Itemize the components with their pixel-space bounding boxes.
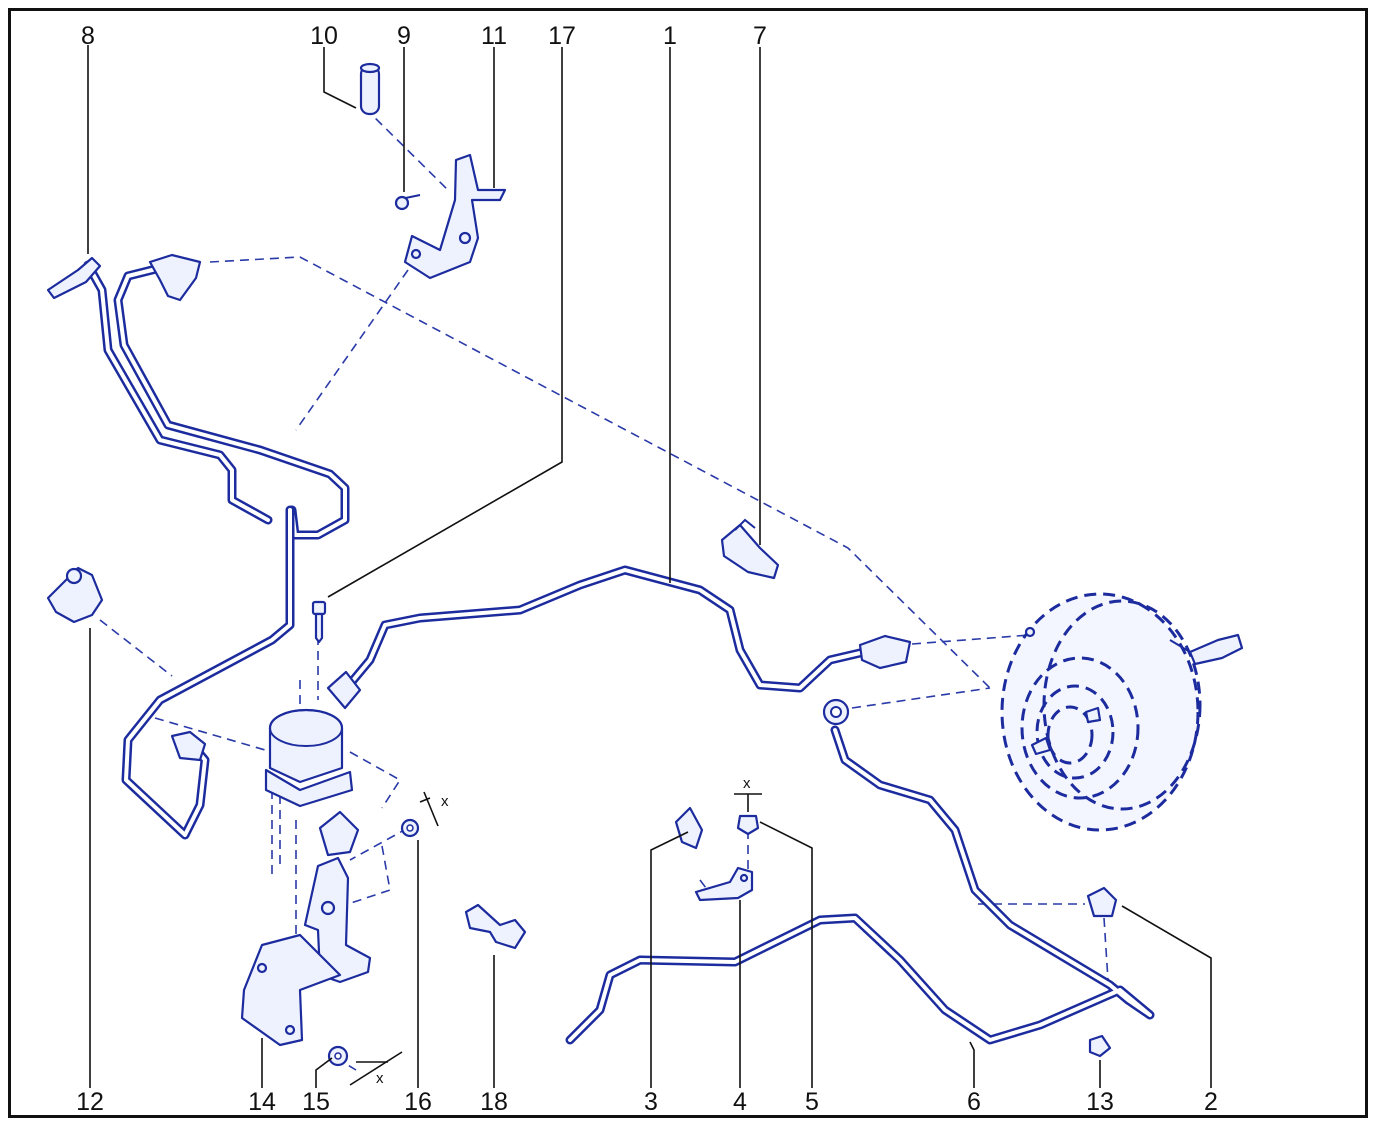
clip-part-13 xyxy=(1088,1034,1112,1058)
brake-pipe-6 xyxy=(565,725,1155,1045)
bracket-part-11 xyxy=(403,153,507,280)
callout-9: 9 xyxy=(397,22,411,50)
abs-modulator-unit xyxy=(170,708,360,857)
bolt-part-17 xyxy=(311,600,327,644)
brake-booster xyxy=(1000,592,1244,832)
bracket-part-4 xyxy=(694,866,754,902)
callout-14: 14 xyxy=(248,1088,276,1116)
washer-part-16 xyxy=(400,818,420,838)
callout-18: 18 xyxy=(480,1088,508,1116)
clip-part-18 xyxy=(464,903,527,950)
torque-x-label: x xyxy=(743,775,751,792)
torque-mark-nut: x xyxy=(734,775,762,812)
assembly-dash-lines xyxy=(99,107,1109,1071)
nut-part-5 xyxy=(736,814,760,836)
callout-15: 15 xyxy=(302,1088,330,1116)
clip-part-7 xyxy=(720,518,780,580)
nut-part-15 xyxy=(327,1045,349,1067)
callout-numbers-bottom: 12 14 15 16 18 3 4 5 6 13 2 xyxy=(76,1088,1218,1116)
mounting-bracket-part-14 xyxy=(240,856,372,1047)
callout-6: 6 xyxy=(967,1088,981,1116)
callout-13: 13 xyxy=(1086,1088,1114,1116)
torque-x-label: x xyxy=(441,793,449,810)
connector-part-12 xyxy=(46,566,104,624)
diagram-frame xyxy=(8,8,1368,1118)
bolt-part-9 xyxy=(394,194,421,211)
callout-7: 7 xyxy=(753,22,767,50)
fitting-part-8 xyxy=(46,253,202,302)
callout-10: 10 xyxy=(310,22,338,50)
callout-12: 12 xyxy=(76,1088,104,1116)
callout-8: 8 xyxy=(81,22,95,50)
callout-5: 5 xyxy=(805,1088,819,1116)
callout-numbers-top: 8 10 9 11 17 1 7 xyxy=(81,22,767,50)
callout-3: 3 xyxy=(644,1088,658,1116)
torque-mark-lower: x xyxy=(349,1051,403,1087)
callout-1: 1 xyxy=(663,22,677,50)
callout-2: 2 xyxy=(1204,1088,1218,1116)
callout-4: 4 xyxy=(733,1088,747,1116)
callout-11: 11 xyxy=(481,22,507,50)
torque-x-label: x xyxy=(376,1070,384,1087)
brake-pipe-upper-loop xyxy=(83,260,350,840)
pipe-fitting-front xyxy=(326,634,912,726)
callout-17: 17 xyxy=(548,22,576,50)
clip-part-3 xyxy=(674,806,704,850)
brake-pipe-1 xyxy=(340,565,865,695)
clip-part-2 xyxy=(1086,886,1118,918)
leader-lines xyxy=(87,45,1212,1088)
callout-16: 16 xyxy=(404,1088,432,1116)
sleeve-part-10 xyxy=(359,62,381,116)
torque-mark-washer: x xyxy=(419,791,449,827)
